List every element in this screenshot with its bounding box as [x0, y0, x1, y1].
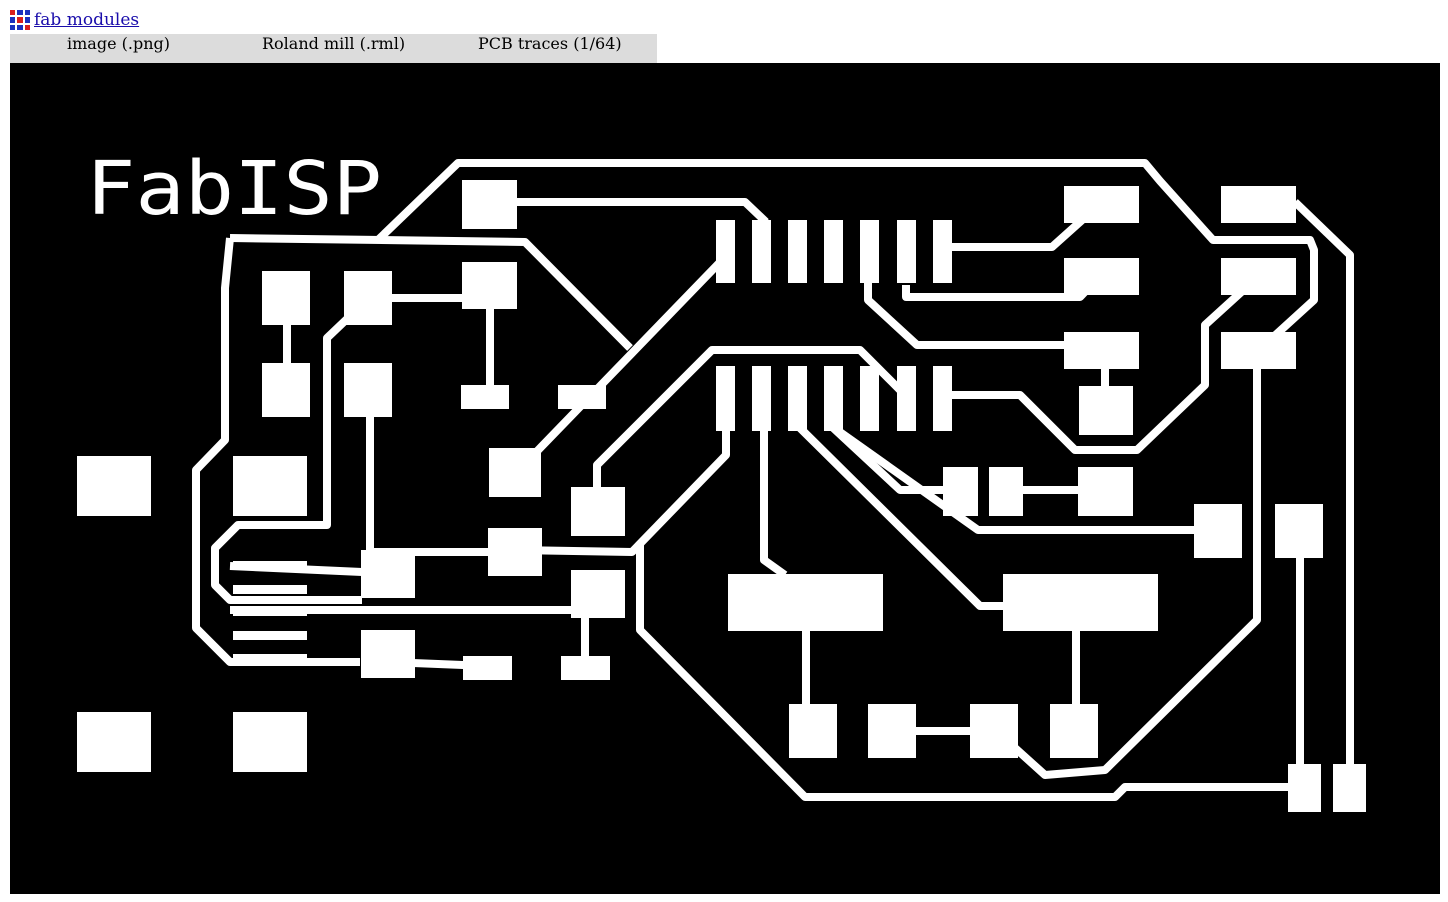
tab-image-png[interactable]: image (.png): [67, 34, 170, 53]
board-label-text: FabISP: [86, 146, 382, 232]
pcb-trace-canvas: FabISP: [10, 63, 1440, 894]
pad: [970, 704, 1018, 758]
copper-traces: [192, 159, 1354, 801]
pad: [1333, 764, 1366, 812]
pad: [571, 487, 625, 536]
pad: [1064, 186, 1139, 223]
pad: [489, 448, 541, 497]
pad: [1079, 386, 1133, 435]
pad: [1050, 704, 1098, 758]
pad: [561, 656, 610, 680]
module-menu-bar: image (.png) Roland mill (.rml) PCB trac…: [10, 34, 657, 63]
ic-pin-pad: [897, 366, 916, 431]
pad: [488, 528, 542, 576]
ic-pin-pad: [933, 220, 952, 283]
pad: [1064, 332, 1139, 369]
pad: [233, 561, 307, 570]
pad: [233, 654, 307, 663]
crystal-pad: [728, 574, 883, 631]
pad: [868, 704, 916, 758]
ic-pin-pad: [788, 220, 807, 283]
ic-pin-pad: [752, 220, 771, 283]
pcb-traces-image: FabISP: [77, 146, 1366, 812]
pad: [233, 631, 307, 640]
ic-pin-pad: [897, 220, 916, 283]
ic-pin-pad: [824, 366, 843, 431]
pad: [1064, 258, 1139, 295]
crystal-pad: [1003, 574, 1158, 631]
pad: [1221, 258, 1296, 295]
pad: [344, 363, 392, 417]
pad: [233, 712, 307, 772]
pad: [77, 712, 151, 772]
pad: [262, 271, 310, 325]
pad: [1221, 332, 1296, 369]
pad: [233, 456, 307, 516]
pad: [344, 271, 392, 325]
pad: [262, 363, 310, 417]
ic-pin-pad: [860, 366, 879, 431]
ic-pin-pad: [860, 220, 879, 283]
component-pads: [77, 180, 1366, 812]
pad: [462, 262, 517, 309]
app-header: fab modules: [10, 8, 139, 32]
pad: [1194, 504, 1242, 558]
pad: [558, 385, 606, 409]
pad: [1275, 504, 1323, 558]
ic-pin-pad: [716, 366, 735, 431]
pad: [1221, 186, 1296, 223]
pad: [461, 385, 509, 409]
pad: [1288, 764, 1321, 812]
tab-pcb-traces[interactable]: PCB traces (1/64): [478, 34, 622, 53]
pad: [789, 704, 837, 758]
ic-pin-pad: [752, 366, 771, 431]
pad: [989, 467, 1023, 516]
ic-pin-pad: [716, 220, 735, 283]
tab-roland-mill-rml[interactable]: Roland mill (.rml): [262, 34, 406, 53]
pad: [361, 630, 415, 678]
pad: [1078, 467, 1133, 516]
fab-modules-link[interactable]: fab modules: [34, 10, 140, 30]
pad: [77, 456, 151, 516]
pad: [463, 656, 512, 680]
pad: [943, 467, 978, 516]
ic-pin-pad: [824, 220, 843, 283]
pad: [571, 570, 625, 618]
pad: [361, 550, 415, 598]
pad: [233, 585, 307, 594]
pad: [462, 180, 517, 229]
ic-pin-pad: [788, 366, 807, 431]
fab-modules-logo-icon: [10, 10, 30, 30]
pad: [233, 607, 307, 616]
ic-pin-pad: [933, 366, 952, 431]
